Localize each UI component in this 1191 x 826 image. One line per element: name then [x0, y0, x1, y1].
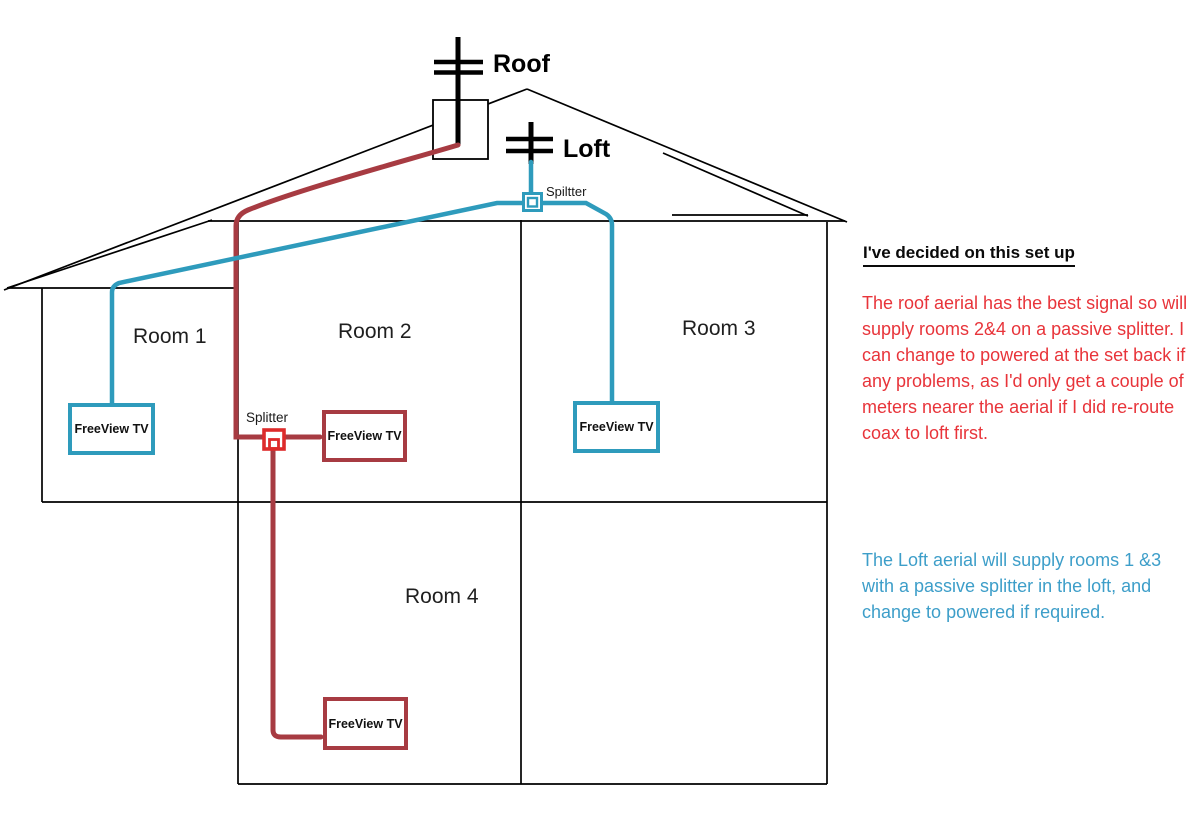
roof-aerial-label: Roof [493, 50, 550, 78]
room2-splitter-icon [262, 428, 286, 451]
room-label-1: Room 1 [133, 325, 207, 348]
roof-aerial-note: The roof aerial has the best signal so w… [862, 293, 1188, 443]
loft-splitter-icon [522, 192, 543, 212]
freeview-tv-room3: FreeView TV [573, 401, 660, 453]
red-cable-roof-to-room2 [233, 142, 461, 440]
roof-right-inner-line [662, 152, 809, 217]
notes-heading: I've decided on this set up [863, 243, 1075, 267]
room-label-3: Room 3 [682, 317, 756, 340]
loft-coax-cable-blue [109, 159, 615, 407]
red-cable-splitter-to-room4 [270, 446, 324, 740]
roof-right-slope [526, 88, 848, 223]
loft-splitter-label: Spiltter [546, 184, 587, 199]
roof-coax-cable-red [233, 142, 461, 740]
freeview-tv-room1: FreeView TV [68, 403, 155, 455]
blue-cable-splitter-to-room1 [109, 200, 526, 407]
room2-splitter-label: Splitter [246, 410, 289, 425]
roof-aerial-icon [434, 37, 483, 145]
loft-aerial-note: The Loft aerial will supply rooms 1 &3 w… [862, 550, 1162, 622]
loft-aerial-icon [506, 122, 553, 164]
room2-splitter-inner-box [268, 438, 280, 450]
extension-roof-line [6, 219, 213, 289]
room-label-2: Room 2 [338, 320, 412, 343]
freeview-tv-room2: FreeView TV [322, 410, 407, 462]
loft-splitter-inner-box [526, 196, 539, 208]
loft-splitter-outer-box [522, 192, 543, 212]
freeview-tv-room4: FreeView TV [323, 697, 408, 750]
blue-cable-splitter-to-room3 [539, 200, 615, 405]
room-label-4: Room 4 [405, 585, 479, 608]
loft-aerial-label: Loft [563, 135, 611, 163]
house-outline [3, 88, 848, 785]
